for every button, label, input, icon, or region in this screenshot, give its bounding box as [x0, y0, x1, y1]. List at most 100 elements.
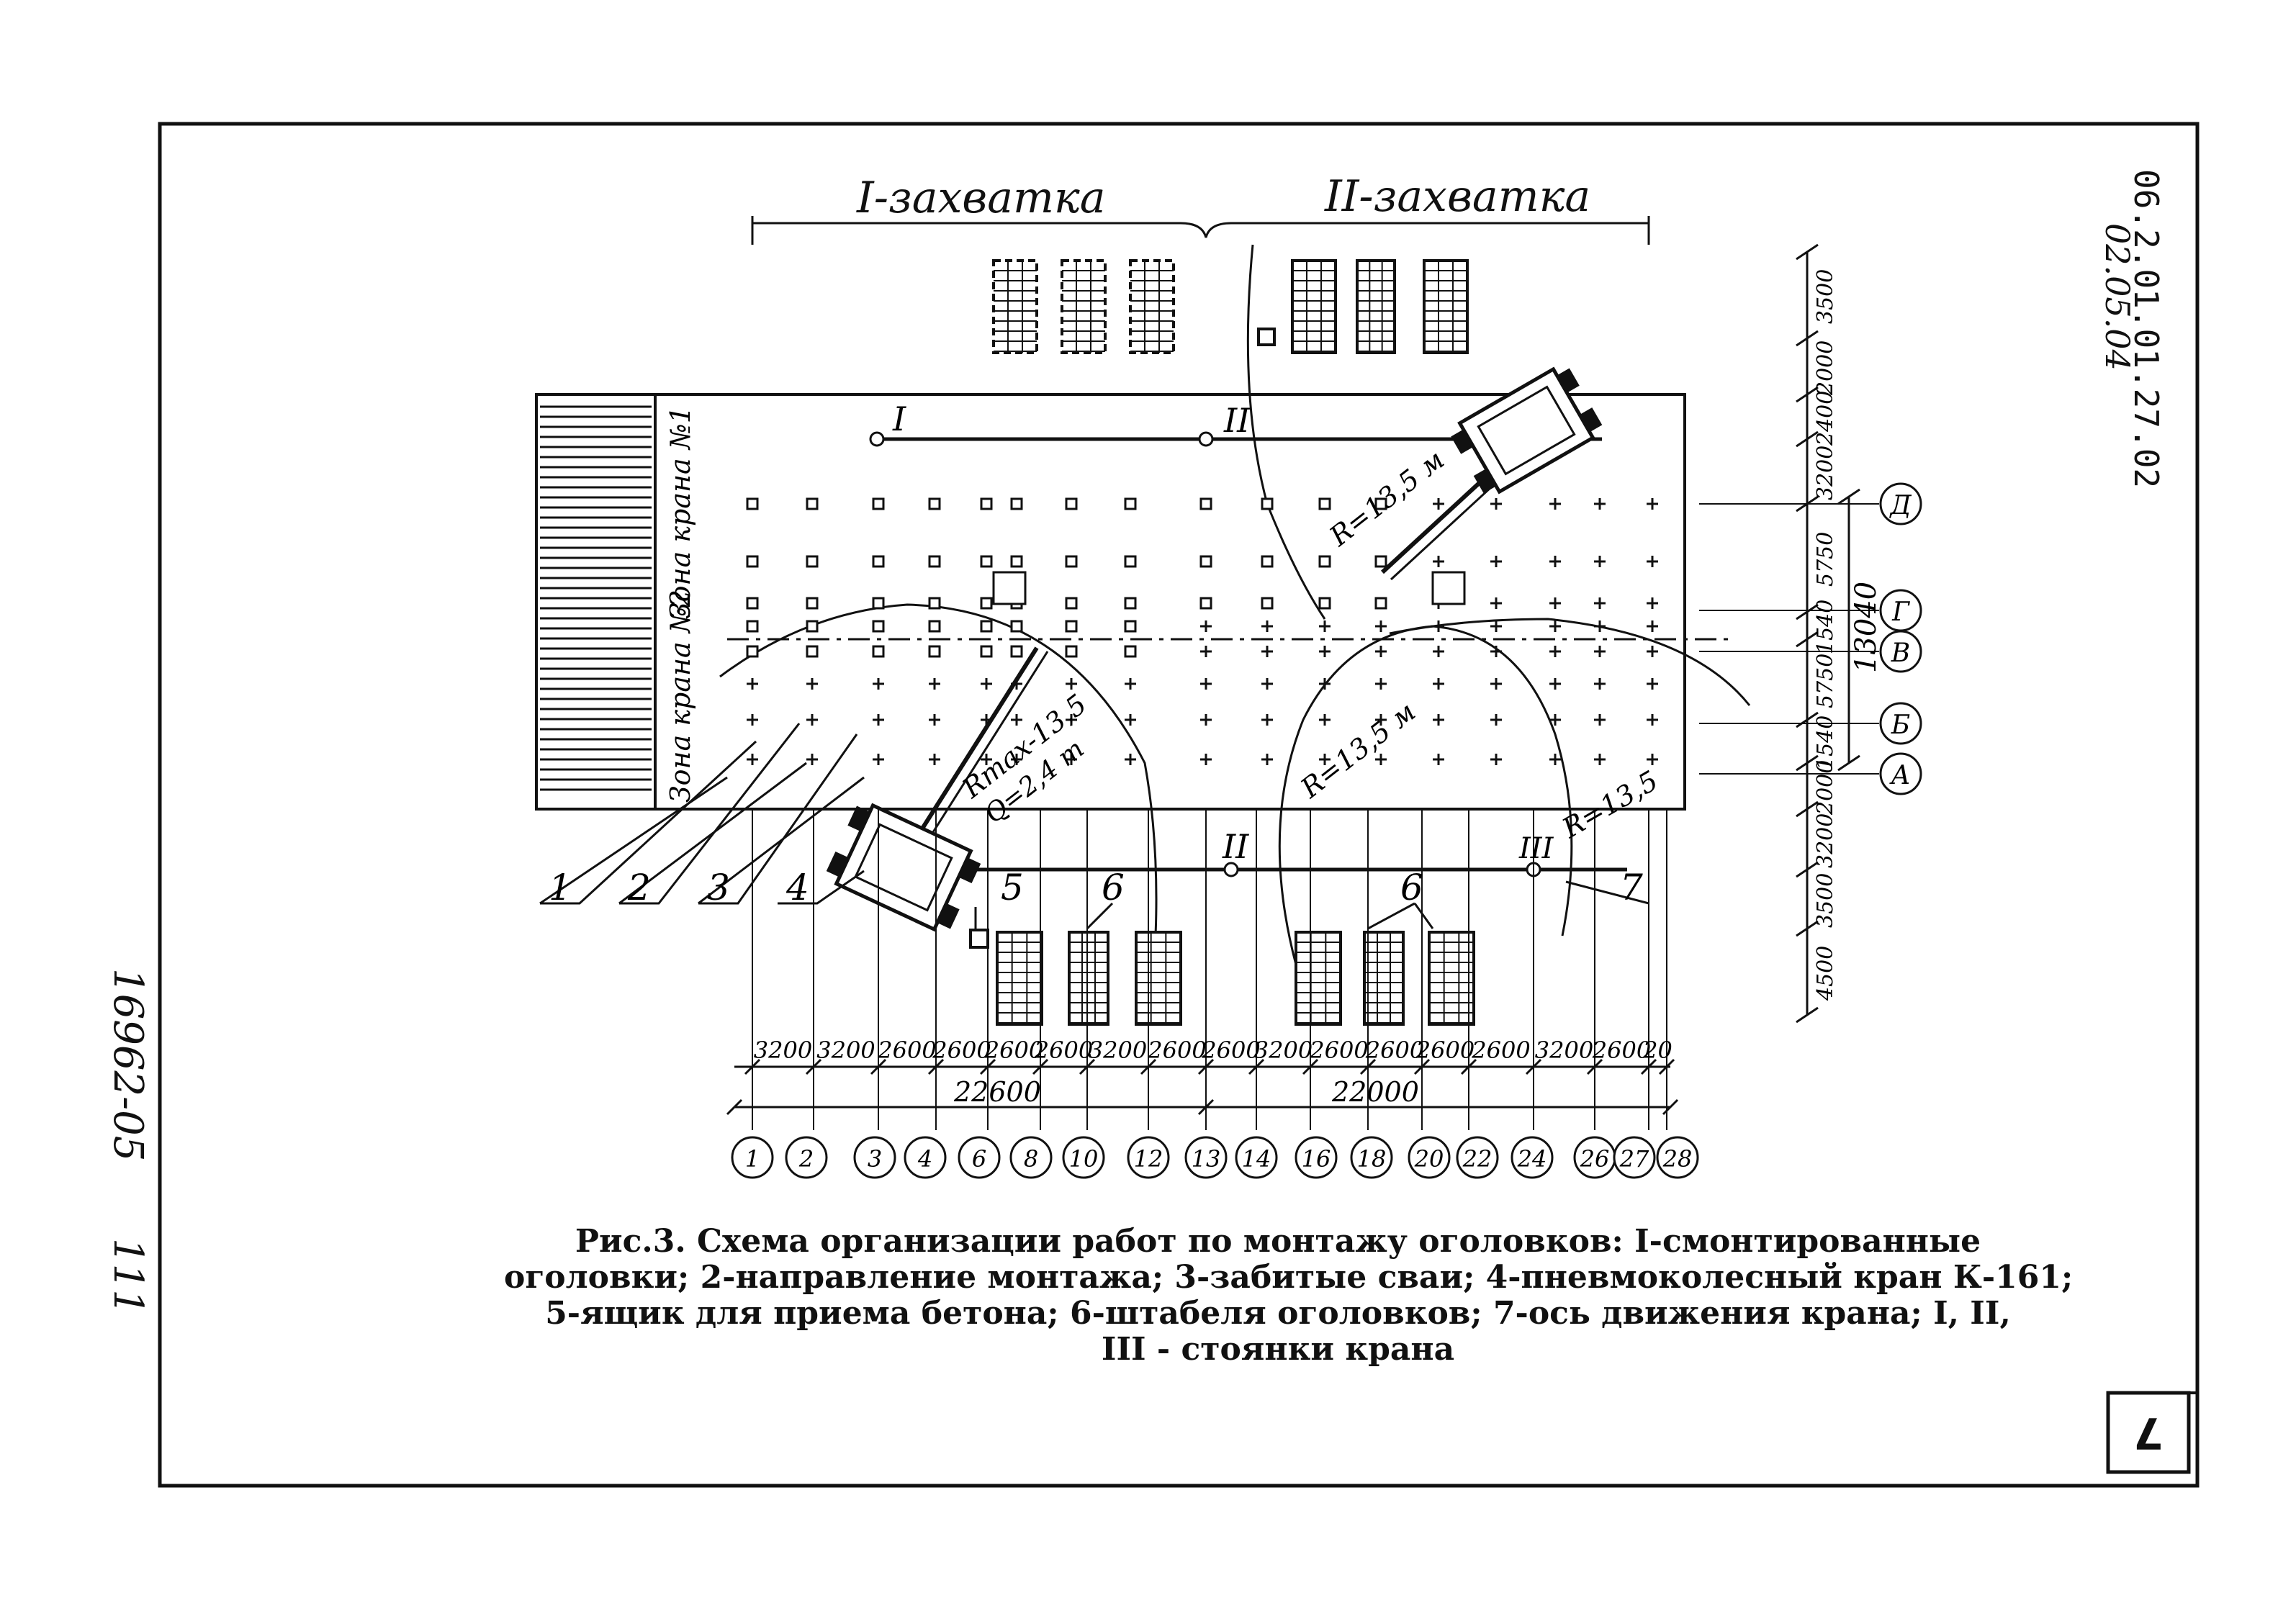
- radius-label-right: R=13,5: [1557, 764, 1663, 844]
- bottom-dim-label: 2600: [1365, 1037, 1424, 1064]
- stand-II-top-label: II: [1223, 401, 1251, 440]
- stack-bottom-right-2: [1363, 931, 1405, 1026]
- callout-5: 5: [1001, 867, 1024, 908]
- axis-gridlines: [752, 809, 1667, 1130]
- mounted-head: [1124, 645, 1137, 658]
- document-code-2: 02.05.04: [2098, 223, 2137, 371]
- dim-tick: [1197, 1058, 1215, 1075]
- mounted-head: [928, 645, 941, 658]
- stack-outline: [1295, 931, 1342, 1026]
- stack-outline: [1135, 931, 1182, 1026]
- mounted-head: [928, 597, 941, 610]
- caption-line-1: Рис.3. Схема организации работ по монтаж…: [575, 1223, 1981, 1260]
- dim-tick: [1796, 330, 1819, 347]
- stack-top-right-3: [1423, 259, 1469, 354]
- mounted-heads-hatch: [540, 405, 652, 791]
- bottom-dim-label: 3200: [754, 1037, 812, 1064]
- bottom-dim-label: 3200: [1254, 1037, 1313, 1064]
- mounted-head: [806, 597, 819, 610]
- mounted-head: [928, 555, 941, 568]
- mounted-head: [1065, 620, 1078, 633]
- dimension-ticks: [726, 243, 1860, 1116]
- mounted-head: [806, 620, 819, 633]
- mounted-head: [1124, 620, 1137, 633]
- axis-letter-label: А: [1888, 761, 1910, 790]
- axis-letter-circle: [1879, 702, 1922, 745]
- stand-II-bottom-marker: [1223, 862, 1239, 877]
- axis-letter-label: Д: [1888, 491, 1912, 520]
- axis-number-circle: [1062, 1136, 1105, 1179]
- sheet-number: 7: [2133, 1407, 2164, 1458]
- callout-3: 3: [707, 867, 730, 908]
- mounted-head: [872, 597, 885, 610]
- bottom-dim-label: 2600: [1592, 1037, 1651, 1064]
- building-outline: [535, 393, 1686, 811]
- dim-tick: [1658, 1058, 1675, 1075]
- stack-outline: [1129, 259, 1175, 354]
- mounted-head: [1010, 645, 1023, 658]
- mounted-head: [928, 497, 941, 510]
- dim-tick: [1586, 1058, 1603, 1075]
- axis-number-label: 12: [1134, 1145, 1163, 1173]
- axis-number-label: 27: [1619, 1145, 1649, 1173]
- vertical-dim-label: 3500: [1813, 269, 1838, 324]
- mounted-head: [1374, 497, 1387, 510]
- stand-I-label: I: [892, 400, 906, 438]
- dim-tick: [1796, 920, 1819, 937]
- stack-outline: [1061, 259, 1107, 354]
- dim-tick: [1796, 430, 1819, 448]
- zone-crane-1-label: Зона крана №1: [665, 406, 696, 619]
- mounted-head: [1065, 645, 1078, 658]
- axis-number-label: 8: [1024, 1145, 1038, 1173]
- mounted-head: [1124, 597, 1137, 610]
- bottom-dim-label: 2600: [932, 1037, 991, 1064]
- dim-tick: [1796, 631, 1819, 648]
- mounted-head: [746, 645, 759, 658]
- axis-letter-label: Б: [1891, 710, 1910, 740]
- bottom-dim-label: 3200: [816, 1037, 875, 1064]
- mounted-head: [1261, 497, 1274, 510]
- stack-top-right-2: [1356, 259, 1396, 354]
- axis-number-circle: [1350, 1136, 1393, 1179]
- dim-tick: [870, 1058, 887, 1075]
- axis-number-circle: [853, 1136, 896, 1179]
- callout-4: 4: [785, 867, 809, 908]
- axis-number-label: 1: [745, 1145, 760, 1173]
- bottom-dim-label: 2600: [1147, 1037, 1206, 1064]
- stack-bottom-right-3: [1428, 931, 1475, 1026]
- crane-radius-arc-3: [1389, 618, 1751, 706]
- dim-tick: [1197, 1098, 1215, 1116]
- stack-outline: [996, 931, 1043, 1026]
- pile-grid: [746, 497, 1658, 765]
- concrete-box-bottom: [969, 929, 989, 949]
- bottom-dim-label: 2600: [877, 1037, 936, 1064]
- dim-tick: [1796, 603, 1819, 620]
- concrete-box-top: [1257, 328, 1276, 346]
- mounted-head: [1010, 555, 1023, 568]
- vertical-dim-label: 3200: [1813, 446, 1838, 500]
- bottom-dim-label: 3200: [1089, 1037, 1147, 1064]
- callout-6-right: 6: [1400, 867, 1423, 908]
- axis-number-circle: [1235, 1136, 1278, 1179]
- callout-7: 7: [1620, 867, 1643, 908]
- column-footing-left: [992, 571, 1027, 605]
- radius-label-top: R=13,5 м: [1323, 443, 1451, 552]
- dim-tick: [1302, 1058, 1319, 1075]
- stack-bottom-right-1: [1295, 931, 1342, 1026]
- axis-number-circle: [731, 1136, 774, 1179]
- mounted-head: [746, 555, 759, 568]
- mounted-head: [980, 645, 993, 658]
- mounted-head: [1318, 497, 1331, 510]
- axis-number-label: 3: [868, 1145, 882, 1173]
- axis-number-label: 2: [798, 1145, 814, 1173]
- stack-outline: [1291, 259, 1337, 354]
- axis-number-circle: [1408, 1136, 1451, 1179]
- vertical-dim-label: 1540: [1813, 716, 1838, 770]
- mounted-head: [1010, 620, 1023, 633]
- dim-tick: [1248, 1058, 1265, 1075]
- axis-letter-label: Г: [1891, 597, 1910, 627]
- vertical-dim-label: 5750: [1813, 654, 1838, 708]
- bottom-dim-label: 2600: [1471, 1037, 1530, 1064]
